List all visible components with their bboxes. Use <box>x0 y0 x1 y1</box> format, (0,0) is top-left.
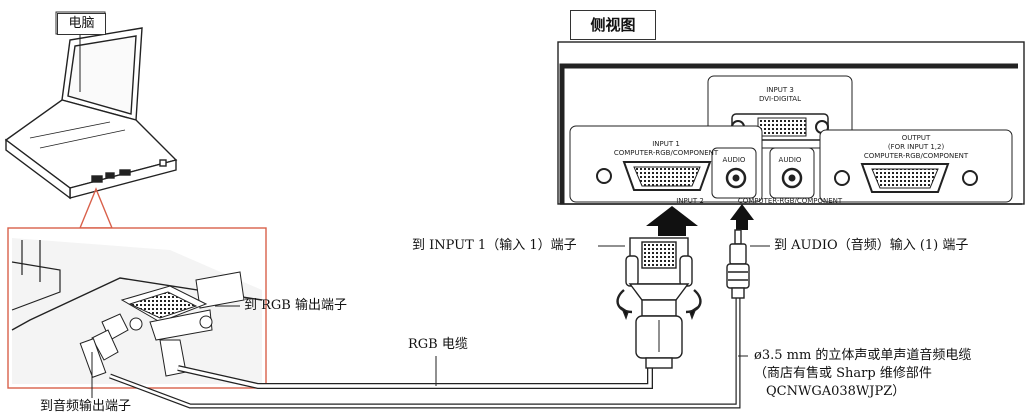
projector-side-panel <box>557 41 1025 205</box>
zoom-detail-box <box>7 227 267 398</box>
audio-a-text: AUDIO <box>723 156 746 164</box>
output-sub2-text: COMPUTER-RGB/COMPONENT <box>864 152 969 160</box>
computer-label: 电脑 <box>57 13 106 35</box>
panel-port-labels: INPUT 3 DVI-DIGITAL INPUT 1 COMPUTER-RGB… <box>614 86 969 205</box>
input1-sub-text: COMPUTER-RGB/COMPONENT <box>614 149 719 157</box>
side-view-title: 侧视图 <box>570 10 656 40</box>
input1-text: INPUT 1 <box>652 140 680 148</box>
audio-b-text: AUDIO <box>779 156 802 164</box>
audio-out-label: 到音频输出端子 <box>40 399 132 414</box>
audio-plug <box>726 229 750 299</box>
dvi-text: DVI-DIGITAL <box>759 95 801 103</box>
input1-port-label: 到 INPUT 1（输入 1）端子 <box>412 238 577 253</box>
rgb-cable-label: RGB 电缆 <box>408 337 468 352</box>
output-text: OUTPUT <box>902 134 931 142</box>
rgb-out-label: 到 RGB 输出端子 <box>244 298 347 313</box>
input3-text: INPUT 3 <box>766 86 794 94</box>
insert-arrow-audio <box>730 204 754 230</box>
audio-in-port-label: 到 AUDIO（音频）输入 (1) 端子 <box>774 238 969 253</box>
audio-cable-label-line1: ø3.5 mm 的立体声或单声道音频电缆 <box>754 348 972 363</box>
cables <box>109 296 741 409</box>
laptop-illustration <box>4 27 178 200</box>
insert-arrow-rgb <box>646 206 698 236</box>
audio-cable-label-line2: （商店有售或 Sharp 维修部件 <box>754 366 932 381</box>
audio-cable-label-line3: QCNWGA038WJPZ） <box>766 384 906 399</box>
input2-text: INPUT 2 <box>676 197 704 205</box>
leader-lines <box>215 245 770 386</box>
output-sub-text: (FOR INPUT 1,2) <box>888 143 945 151</box>
zoom-callout-pointer <box>78 187 114 229</box>
input2-sub-text: COMPUTER-RGB/COMPONENT <box>738 197 843 205</box>
rgb-plug <box>616 237 702 369</box>
